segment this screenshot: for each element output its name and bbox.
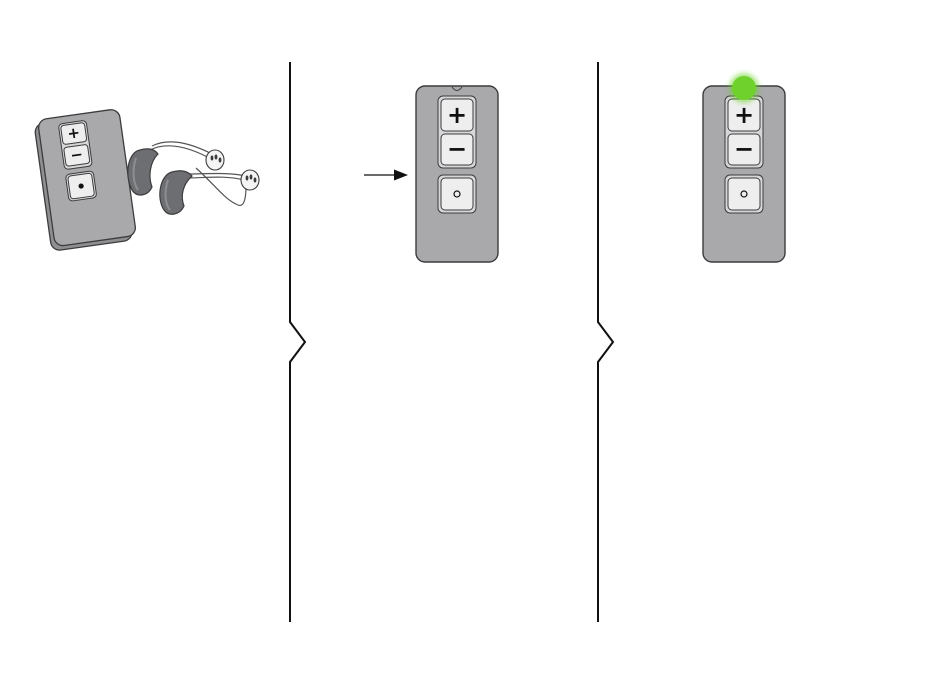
program-button-overview[interactable] bbox=[65, 171, 96, 202]
arrow-pointing-right-icon bbox=[364, 170, 408, 181]
remote-control-step2: + − bbox=[416, 86, 498, 262]
plus-button-overview[interactable]: + bbox=[61, 122, 87, 144]
minus-button-step3[interactable]: − bbox=[728, 134, 760, 165]
panel-overview: + − bbox=[34, 109, 259, 252]
ear-dome-1 bbox=[206, 150, 224, 170]
plus-button-step3[interactable]: + bbox=[728, 99, 760, 131]
panel-divider-2 bbox=[598, 62, 613, 622]
plus-label-step2: + bbox=[447, 101, 467, 129]
plus-label-step3: + bbox=[734, 101, 754, 129]
panel-divider-1 bbox=[290, 62, 305, 622]
hearing-aid-right bbox=[160, 171, 192, 214]
minus-button-step2[interactable]: − bbox=[441, 134, 473, 165]
program-button-step3[interactable] bbox=[725, 175, 763, 213]
plus-button-step2[interactable]: + bbox=[441, 99, 473, 131]
minus-button-overview[interactable]: − bbox=[64, 144, 90, 166]
panel-step-confirm: + − bbox=[703, 73, 785, 262]
remote-control-overview: + − bbox=[34, 109, 138, 252]
plus-label-overview: + bbox=[66, 123, 81, 143]
minus-label-step2: − bbox=[447, 135, 467, 163]
minus-label-step3: − bbox=[734, 135, 754, 163]
hearing-aid-left bbox=[128, 149, 158, 195]
program-button-step2[interactable] bbox=[438, 175, 476, 213]
panel-step-press: + − bbox=[364, 86, 498, 262]
minus-label-overview: − bbox=[69, 145, 84, 165]
remote-control-step3: + − bbox=[703, 86, 785, 262]
green-led-indicator-icon bbox=[729, 73, 759, 103]
ear-dome-2 bbox=[241, 170, 259, 190]
